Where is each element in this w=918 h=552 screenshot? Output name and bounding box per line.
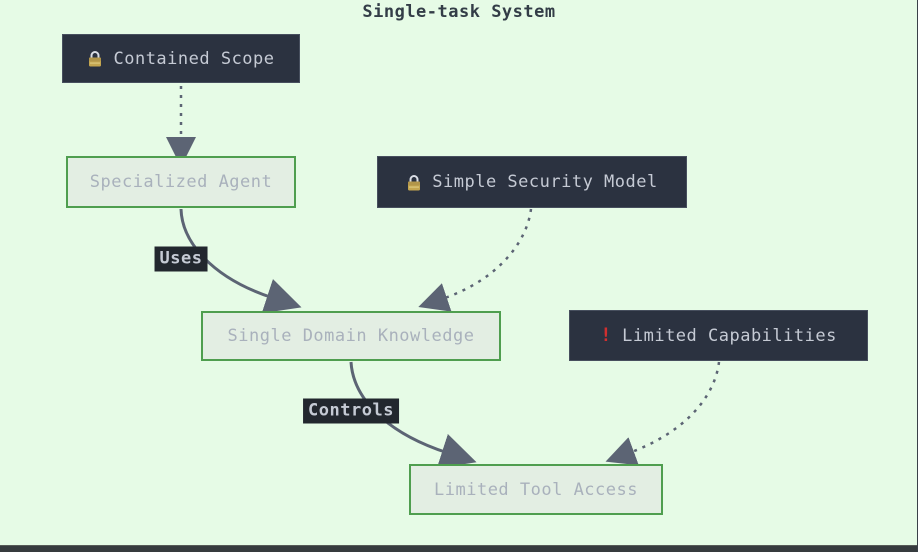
- node-label: Limited Capabilities: [622, 325, 837, 346]
- node-label: Single Domain Knowledge: [227, 326, 475, 346]
- node-label: Simple Security Model: [432, 172, 658, 192]
- node-contained-scope: Contained Scope: [62, 34, 300, 83]
- lock-icon: [408, 174, 421, 190]
- edge-simple-security-model-to-single-domain-knowledge: [418, 208, 533, 312]
- lock-icon: [89, 51, 102, 67]
- edge-label-controls: Controls: [303, 398, 399, 424]
- bottom-bar: [0, 545, 918, 552]
- node-label: Specialized Agent: [89, 172, 273, 192]
- node-label: Contained Scope: [113, 48, 275, 69]
- node-label: Limited Tool Access: [434, 479, 638, 500]
- node-simple-security-model: Simple Security Model: [377, 156, 687, 208]
- node-limited-tool-access: Limited Tool Access: [409, 464, 663, 515]
- diagram-title: Single-task System: [362, 2, 556, 22]
- edge-limited-capabilities-to-limited-tool-access: [605, 361, 721, 466]
- warning-icon: !: [600, 324, 613, 346]
- node-specialized-agent: Specialized Agent: [66, 156, 296, 208]
- node-single-domain-knowledge: Single Domain Knowledge: [201, 311, 501, 361]
- node-limited-capabilities: ! Limited Capabilities: [569, 310, 868, 361]
- edge-label-uses: Uses: [154, 246, 208, 272]
